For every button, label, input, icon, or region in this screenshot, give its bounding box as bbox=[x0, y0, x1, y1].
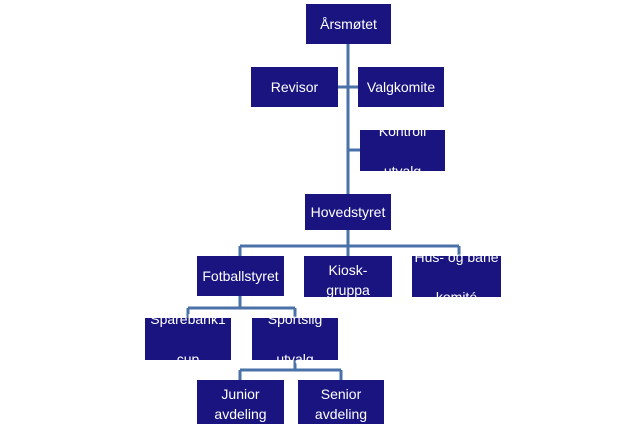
node-hus-og-bane-komite-line2: komité bbox=[435, 288, 478, 305]
node-sportslig-utvalg-line2: utvalg bbox=[276, 351, 314, 367]
node-kiosk-gruppa[interactable]: Kiosk- gruppa bbox=[304, 256, 392, 298]
node-junior-avdeling-line2: avdeling bbox=[214, 406, 267, 422]
node-sportslig-utvalg[interactable]: Sportslig utvalg bbox=[252, 311, 338, 367]
node-valgkomite-label: Valgkomite bbox=[366, 79, 436, 95]
node-revisor[interactable]: Revisor bbox=[251, 67, 338, 107]
node-arsmotet-label: Årsmøtet bbox=[320, 16, 377, 32]
node-fotballstyret[interactable]: Fotballstyret bbox=[197, 256, 284, 296]
node-hus-og-bane-komite-line1: Hus- og bane bbox=[414, 248, 499, 265]
node-hus-og-bane-komite[interactable]: Hus- og bane komité bbox=[412, 249, 501, 305]
node-arsmotet[interactable]: Årsmøtet bbox=[306, 4, 391, 44]
node-sportslig-utvalg-line1: Sportslig bbox=[267, 311, 323, 327]
node-kontroll-utvalg-line1: Kontroll bbox=[378, 122, 427, 139]
node-sparebank1-cup[interactable]: Sparebank1 cup bbox=[145, 311, 231, 367]
node-fotballstyret-label: Fotballstyret bbox=[202, 268, 279, 284]
node-hovedstyret-label: Hovedstyret bbox=[310, 204, 386, 220]
node-sparebank1-cup-line2: cup bbox=[176, 351, 200, 367]
node-kontroll-utvalg-line2: utvalg bbox=[383, 162, 422, 179]
node-sparebank1-cup-line1: Sparebank1 bbox=[150, 311, 226, 327]
node-kiosk-gruppa-line2: gruppa bbox=[326, 282, 370, 298]
node-senior-avdeling-line2: avdeling bbox=[314, 406, 368, 422]
node-junior-avdeling-line1: Junior bbox=[221, 386, 260, 402]
node-senior-avdeling-line1: Senior bbox=[320, 386, 362, 402]
node-kiosk-gruppa-line1: Kiosk- bbox=[328, 262, 368, 278]
node-valgkomite[interactable]: Valgkomite bbox=[358, 67, 444, 107]
node-hovedstyret[interactable]: Hovedstyret bbox=[305, 194, 391, 230]
node-junior-avdeling[interactable]: Junior avdeling bbox=[197, 380, 284, 424]
node-senior-avdeling[interactable]: Senior avdeling bbox=[298, 380, 384, 424]
node-kontroll-utvalg[interactable]: Kontroll utvalg bbox=[360, 123, 445, 179]
node-revisor-label: Revisor bbox=[270, 79, 319, 95]
